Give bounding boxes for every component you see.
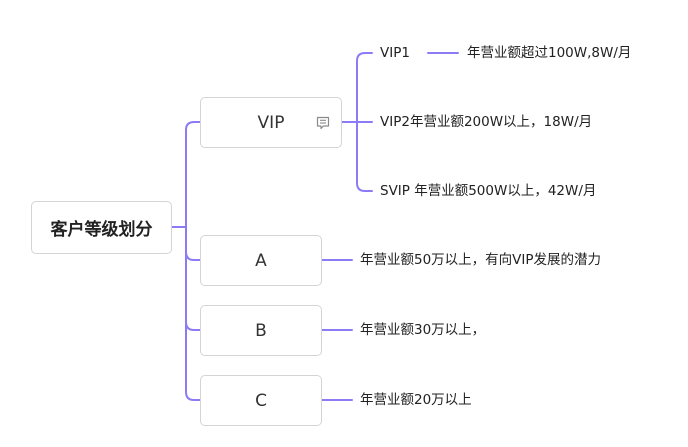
connector-root-vip — [185, 121, 201, 228]
leaf-vip2-label: VIP2年营业额200W以上，18W/月 — [380, 114, 593, 130]
branch-node-vip[interactable]: VIP — [200, 97, 342, 148]
connector-root-b — [185, 321, 201, 331]
leaf-svip[interactable]: SVIP 年营业额500W以上，42W/月 — [380, 182, 596, 200]
leaf-c-label: 年营业额20万以上 — [360, 392, 472, 408]
connector-root-a — [185, 251, 201, 261]
comment-icon[interactable] — [315, 115, 331, 131]
branch-label-c: C — [255, 390, 267, 411]
leaf-vip1-detail-label: 年营业额超过100W,8W/月 — [467, 45, 632, 61]
leaf-c[interactable]: 年营业额20万以上 — [360, 391, 472, 409]
leaf-b-label: 年营业额30万以上， — [360, 322, 486, 338]
connector-vip-vip1 — [356, 52, 373, 123]
branch-label-vip: VIP — [257, 112, 285, 133]
branch-node-a[interactable]: A — [200, 235, 322, 286]
branch-node-c[interactable]: C — [200, 375, 322, 426]
leaf-vip2[interactable]: VIP2年营业额200W以上，18W/月 — [380, 113, 592, 131]
branch-label-b: B — [255, 320, 267, 341]
leaf-a-label: 年营业额50万以上，有向VIP发展的潜力 — [360, 252, 602, 268]
connector-vip-svip — [356, 121, 373, 192]
leaf-vip1-label: VIP1 — [380, 45, 410, 61]
leaf-a[interactable]: 年营业额50万以上，有向VIP发展的潜力 — [360, 251, 601, 269]
root-node[interactable]: 客户等级划分 — [31, 201, 172, 254]
connector-root-c — [185, 226, 201, 401]
leaf-vip1[interactable]: VIP1 — [380, 44, 410, 62]
root-label: 客户等级划分 — [50, 220, 153, 240]
leaf-vip1-detail[interactable]: 年营业额超过100W,8W/月 — [467, 44, 631, 62]
leaf-b[interactable]: 年营业额30万以上， — [360, 321, 485, 339]
branch-label-a: A — [255, 250, 267, 271]
leaf-svip-label: SVIP 年营业额500W以上，42W/月 — [380, 183, 597, 199]
branch-node-b[interactable]: B — [200, 305, 322, 356]
